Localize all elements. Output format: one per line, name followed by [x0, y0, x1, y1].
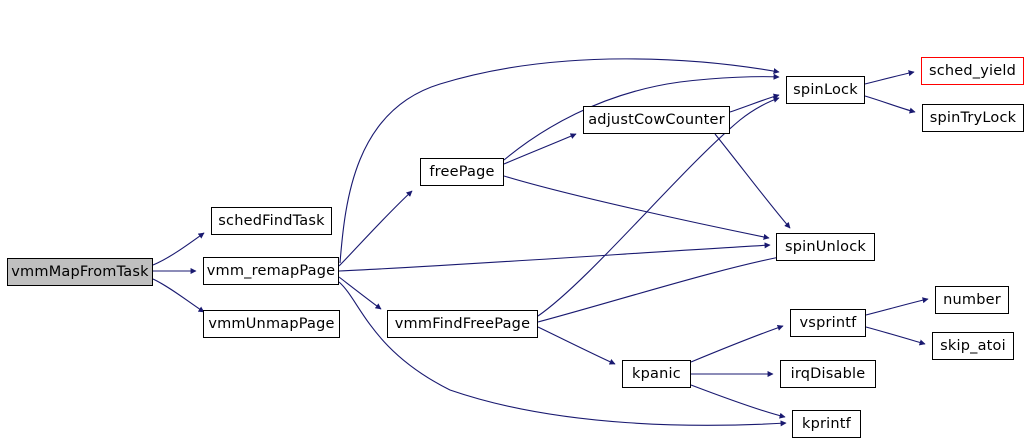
edge-vmmFindFreePage-to-spinLock	[537, 96, 780, 317]
graph-node-label: vsprintf	[799, 314, 857, 331]
graph-node-label: kprintf	[802, 415, 851, 432]
graph-node-spinTryLock[interactable]: spinTryLock	[922, 104, 1024, 132]
graph-node-vmmFindFreePage[interactable]: vmmFindFreePage	[387, 310, 538, 338]
graph-node-spinUnlock[interactable]: spinUnlock	[776, 233, 875, 261]
edge-vmmMapFromTask-to-vmmUnmapPage	[152, 278, 205, 313]
graph-node-spinLock[interactable]: spinLock	[786, 76, 865, 104]
edge-vmmFindFreePage-to-kpanic	[537, 326, 616, 365]
edge-paths	[152, 58, 929, 427]
graph-node-label: sched_yield	[928, 62, 1017, 79]
graph-node-label: vmm_remapPage	[206, 262, 336, 279]
graph-node-schedFindTask[interactable]: schedFindTask	[211, 207, 332, 235]
graph-node-label: vmmMapFromTask	[11, 263, 149, 280]
edge-vsprintf-to-number	[865, 297, 929, 316]
graph-node-label: adjustCowCounter	[588, 111, 725, 128]
graph-node-label: vmmFindFreePage	[394, 315, 531, 332]
graph-node-label: number	[943, 291, 1001, 308]
graph-node-label: irqDisable	[790, 365, 866, 382]
edge-spinLock-to-spinTryLock	[864, 95, 916, 114]
edge-adjustCowCounter-to-spinUnlock	[714, 133, 791, 229]
graph-node-label: spinUnlock	[784, 238, 867, 255]
edge-freePage-to-adjustCowCounter	[503, 133, 577, 165]
edge-kpanic-to-kprintf	[690, 384, 786, 419]
graph-node-label: vmmUnmapPage	[208, 315, 335, 332]
graph-node-vmmMapFromTask[interactable]: vmmMapFromTask	[7, 258, 153, 286]
graph-node-freePage[interactable]: freePage	[420, 158, 504, 186]
edge-vmm_remapPage-to-vmmFindFreePage	[338, 276, 382, 310]
graph-node-label: schedFindTask	[218, 212, 325, 229]
edge-vmm_remapPage-to-kprintf	[338, 281, 787, 427]
edge-vmm_remapPage-to-freePage	[338, 190, 413, 267]
edge-vmm_remapPage-to-spinUnlock	[338, 242, 771, 272]
edge-vmmMapFromTask-to-schedFindTask	[152, 232, 205, 266]
graph-node-label: freePage	[429, 163, 495, 180]
edge-vsprintf-to-skip_atoi	[865, 326, 926, 346]
graph-node-label: kpanic	[632, 365, 681, 382]
graph-node-irqDisable[interactable]: irqDisable	[780, 360, 876, 388]
edge-spinLock-to-sched_yield	[864, 70, 915, 85]
edge-freePage-to-spinUnlock	[503, 175, 770, 240]
graph-node-label: spinTryLock	[929, 109, 1017, 126]
edge-kpanic-to-vsprintf	[690, 324, 784, 363]
graph-node-vmmUnmapPage[interactable]: vmmUnmapPage	[203, 310, 340, 338]
edge-adjustCowCounter-to-spinLock	[729, 93, 780, 113]
edge-vmmFindFreePage-to-spinUnlock	[537, 253, 791, 323]
graph-node-label: spinLock	[793, 81, 858, 98]
graph-node-sched_yield[interactable]: sched_yield	[921, 57, 1024, 85]
graph-node-adjustCowCounter[interactable]: adjustCowCounter	[583, 106, 730, 134]
graph-node-vmm_remapPage[interactable]: vmm_remapPage	[203, 257, 339, 285]
graph-node-label: skip_atoi	[940, 337, 1006, 354]
graph-node-vsprintf[interactable]: vsprintf	[790, 309, 866, 337]
edge-vmm_remapPage-to-spinLock	[339, 58, 780, 264]
graph-node-number[interactable]: number	[935, 286, 1009, 314]
graph-node-kpanic[interactable]: kpanic	[622, 360, 691, 388]
graph-node-kprintf[interactable]: kprintf	[792, 410, 861, 438]
graph-node-skip_atoi[interactable]: skip_atoi	[932, 332, 1014, 360]
edge-freePage-to-spinLock	[503, 73, 780, 161]
